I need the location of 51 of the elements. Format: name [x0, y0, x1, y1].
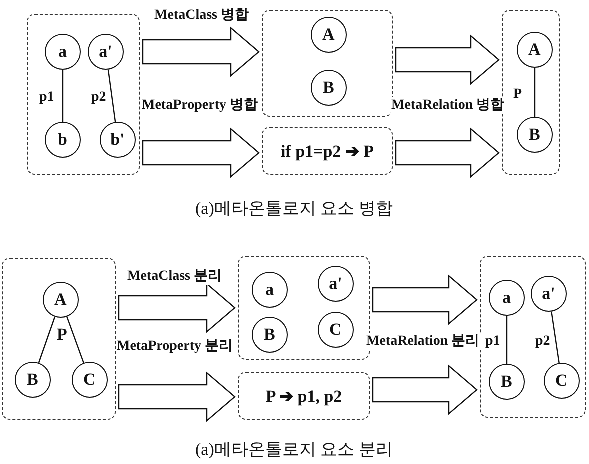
class-circle: C: [72, 362, 108, 398]
figure-caption: (a)메타온톨로지 요소 분리: [196, 439, 393, 461]
class-circle: a: [488, 280, 525, 316]
group-box: [2, 258, 116, 420]
edge-label: p1: [38, 89, 56, 106]
class-circle: a: [44, 34, 81, 70]
edge-label: MetaRelation 분리: [366, 333, 481, 350]
group-box: [262, 10, 393, 117]
relation-line: [108, 70, 116, 122]
class-circle: B: [310, 70, 347, 106]
group-box: [480, 256, 586, 418]
block-arrow: [142, 128, 260, 178]
class-circle: b: [44, 122, 81, 158]
class-circle: a': [530, 276, 567, 312]
class-circle: B: [516, 116, 553, 153]
class-circle: C: [318, 312, 354, 348]
block-arrow: [372, 274, 478, 326]
class-circle: A: [310, 16, 347, 53]
block-arrow: [118, 282, 236, 334]
relation-line: [506, 316, 508, 364]
class-circle: b': [100, 122, 136, 158]
edge-label: MetaProperty 병합: [141, 97, 259, 114]
block-arrow: [118, 372, 236, 422]
class-circle: a': [88, 34, 124, 70]
class-circle: C: [544, 362, 580, 399]
class-circle: B: [488, 364, 525, 400]
class-circle: a: [252, 272, 288, 308]
edge-label: MetaClass 분리: [126, 268, 223, 285]
edge-label: p1: [484, 333, 502, 350]
block-arrow: [395, 128, 500, 178]
class-circle: A: [42, 282, 79, 318]
relation-line: [62, 70, 64, 122]
class-circle: B: [14, 362, 51, 398]
edge-label: MetaRelation 병합: [390, 97, 506, 114]
edge-label: p2: [90, 89, 108, 106]
edge-label: p2: [534, 333, 552, 350]
class-circle: a': [318, 266, 354, 302]
relation-label: P: [56, 326, 68, 343]
relation-line: [551, 312, 560, 364]
block-arrow: [372, 364, 478, 416]
class-circle: A: [516, 32, 553, 68]
relation-line: [38, 316, 56, 364]
block-arrow: [142, 26, 260, 78]
class-circle: B: [252, 316, 288, 353]
block-arrow: [395, 34, 500, 86]
relation-line: [534, 68, 536, 117]
relation-line: [66, 316, 84, 364]
group-box: [27, 14, 140, 175]
edge-label: MetaProperty 분리: [116, 338, 234, 355]
edge-label: MetaClass 병합: [154, 7, 250, 24]
figure-caption: (a)메타온톨로지 요소 병합: [196, 198, 393, 220]
